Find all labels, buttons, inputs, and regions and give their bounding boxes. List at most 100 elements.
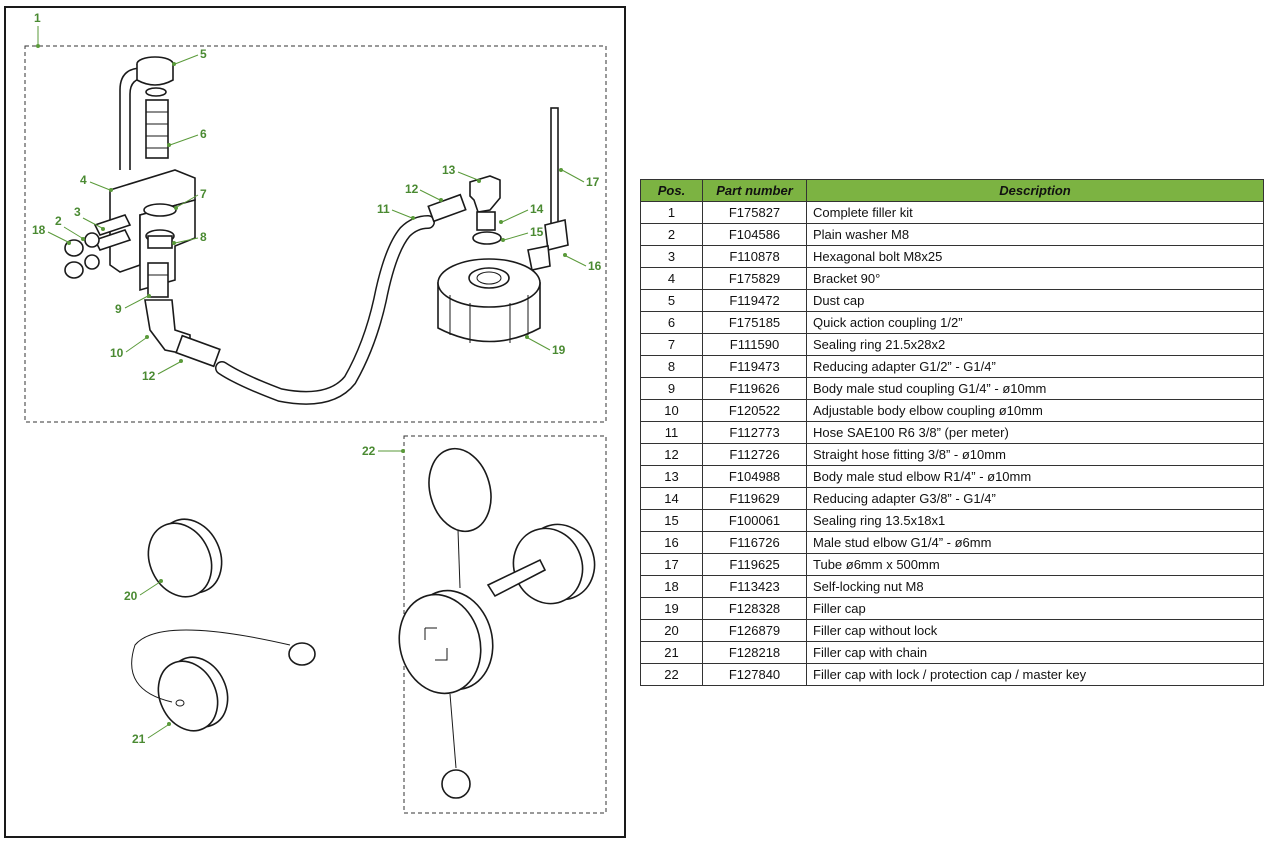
- cell-part-number: F119629: [702, 487, 807, 510]
- svg-text:6: 6: [200, 127, 207, 141]
- callout-3: 3: [74, 205, 105, 231]
- cell-pos: 21: [640, 641, 703, 664]
- filler-cap-with-lock-set: [398, 447, 596, 799]
- svg-text:10: 10: [110, 346, 124, 360]
- callout-label: 1: [34, 11, 41, 25]
- cell-description: Sealing ring 21.5x28x2: [806, 333, 1264, 356]
- callout-11: 11: [377, 202, 415, 220]
- callout-22: 22: [362, 444, 405, 458]
- filler-cap-with-chain: [131, 629, 316, 732]
- cell-pos: 8: [640, 355, 703, 378]
- cell-part-number: F119625: [702, 553, 807, 576]
- cell-pos: 17: [640, 553, 703, 576]
- cell-part-number: F113423: [702, 575, 807, 598]
- cell-description: Adjustable body elbow coupling ø10mm: [806, 399, 1264, 422]
- cell-pos: 3: [640, 245, 703, 268]
- cell-pos: 4: [640, 267, 703, 290]
- svg-text:18: 18: [32, 223, 46, 237]
- callout-1: 1: [34, 11, 41, 48]
- callout-12b: 12: [405, 182, 443, 202]
- callout-6: 6: [167, 127, 207, 147]
- svg-text:9: 9: [115, 302, 122, 316]
- filler-cap-without-lock: [147, 518, 223, 598]
- svg-text:14: 14: [530, 202, 544, 216]
- cell-part-number: F116726: [702, 531, 807, 554]
- diagram-frame: [4, 6, 626, 838]
- svg-text:19: 19: [552, 343, 566, 357]
- cell-description: Filler cap: [806, 597, 1264, 620]
- callout-12a: 12: [142, 359, 183, 383]
- cell-description: Reducing adapter G3/8” - G1/4”: [806, 487, 1264, 510]
- cell-description: Body male stud elbow R1/4” - ø10mm: [806, 465, 1264, 488]
- callout-17: 17: [559, 168, 600, 189]
- cell-pos: 22: [640, 663, 703, 686]
- svg-text:2: 2: [55, 214, 62, 228]
- cell-part-number: F126879: [702, 619, 807, 642]
- cell-pos: 10: [640, 399, 703, 422]
- cell-description: Straight hose fitting 3/8” - ø10mm: [806, 443, 1264, 466]
- cell-pos: 15: [640, 509, 703, 532]
- cell-description: Filler cap with chain: [806, 641, 1264, 664]
- svg-text:16: 16: [588, 259, 602, 273]
- callout-18: 18: [32, 223, 71, 245]
- cell-part-number: F111590: [702, 333, 807, 356]
- cell-part-number: F110878: [702, 245, 807, 268]
- header-description: Description: [806, 179, 1264, 202]
- callout-9: 9: [115, 294, 151, 316]
- cell-part-number: F119626: [702, 377, 807, 400]
- callout-2: 2: [55, 214, 85, 241]
- cell-part-number: F128218: [702, 641, 807, 664]
- cell-pos: 2: [640, 223, 703, 246]
- callout-19: 19: [525, 335, 566, 357]
- exploded-parts-diagram: 1 2 3 4 5 6 7 8 9 10 11 12: [24, 11, 607, 814]
- cell-description: Male stud elbow G1/4” - ø6mm: [806, 531, 1264, 554]
- cell-description: Tube ø6mm x 500mm: [806, 553, 1264, 576]
- cell-description: Hose SAE100 R6 3/8” (per meter): [806, 421, 1264, 444]
- svg-text:15: 15: [530, 225, 544, 239]
- cell-description: Reducing adapter G1/2” - G1/4”: [806, 355, 1264, 378]
- svg-text:17: 17: [586, 175, 600, 189]
- cell-pos: 16: [640, 531, 703, 554]
- cell-part-number: F128328: [702, 597, 807, 620]
- cell-part-number: F175185: [702, 311, 807, 334]
- svg-text:12: 12: [405, 182, 419, 196]
- cell-pos: 7: [640, 333, 703, 356]
- cell-part-number: F119473: [702, 355, 807, 378]
- cell-description: Body male stud coupling G1/4” - ø10mm: [806, 377, 1264, 400]
- cell-pos: 20: [640, 619, 703, 642]
- hose: [215, 215, 435, 405]
- cell-part-number: F112726: [702, 443, 807, 466]
- cell-pos: 19: [640, 597, 703, 620]
- fittings-right: [427, 107, 569, 343]
- cell-part-number: F127840: [702, 663, 807, 686]
- callout-7: 7: [174, 187, 207, 210]
- callout-20: 20: [124, 579, 163, 603]
- kit-group-box: [24, 45, 607, 423]
- callout-21: 21: [132, 722, 171, 746]
- cell-pos: 9: [640, 377, 703, 400]
- cell-pos: 13: [640, 465, 703, 488]
- cell-part-number: F120522: [702, 399, 807, 422]
- cell-part-number: F119472: [702, 289, 807, 312]
- callout-8: 8: [172, 230, 207, 245]
- callout-5: 5: [172, 47, 207, 66]
- cell-part-number: F104586: [702, 223, 807, 246]
